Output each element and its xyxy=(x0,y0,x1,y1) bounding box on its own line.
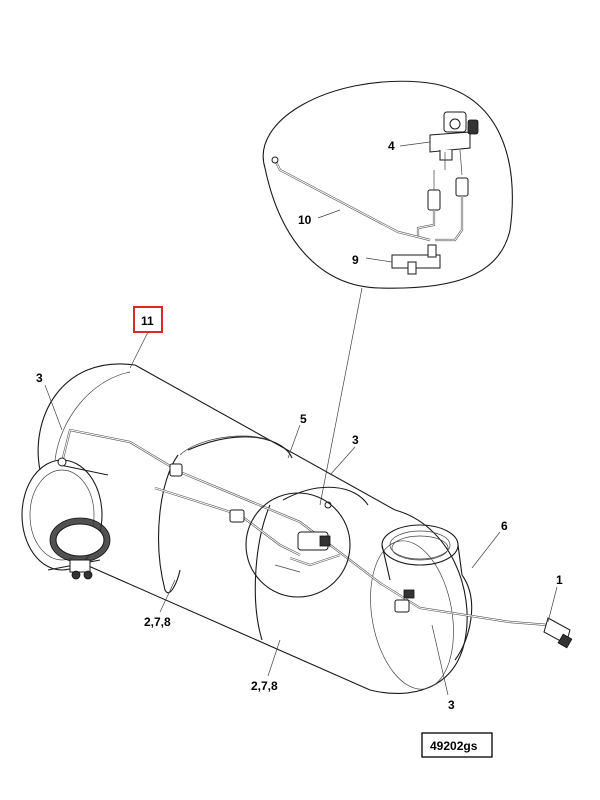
magnifier-circle xyxy=(245,492,351,598)
aftertreatment-canister xyxy=(37,363,468,694)
figure-code-box xyxy=(421,732,493,758)
callout-10: 10 xyxy=(298,213,312,227)
detail-tee-fitting-9 xyxy=(391,244,441,275)
callout-2-7-8-left: 2,7,8 xyxy=(144,615,171,629)
sensor-bracket xyxy=(429,111,479,176)
figure-code: 49202gs xyxy=(430,739,478,753)
sensor-hose-network xyxy=(57,428,573,649)
callout-4: 4 xyxy=(388,139,395,153)
callout-1: 1 xyxy=(556,573,563,587)
callout-3-inlet: 3 xyxy=(36,371,43,385)
detail-tube-10 xyxy=(271,156,431,242)
callout-6: 6 xyxy=(501,519,508,533)
detail-sensor-lines xyxy=(416,170,469,242)
callout-5: 5 xyxy=(300,412,307,426)
inlet-pipe xyxy=(21,459,111,580)
callout-11-highlight-box xyxy=(133,306,163,333)
outlet-elbow xyxy=(381,524,473,661)
callout-3-mid: 3 xyxy=(352,433,359,447)
detail-bubble xyxy=(262,80,513,506)
leader-lines xyxy=(44,141,558,696)
clamp-bands xyxy=(158,435,369,641)
callout-2-7-8-right: 2,7,8 xyxy=(251,679,278,693)
callout-3-outlet: 3 xyxy=(448,698,455,712)
callout-11: 11 xyxy=(141,314,154,328)
callout-9: 9 xyxy=(352,253,359,267)
